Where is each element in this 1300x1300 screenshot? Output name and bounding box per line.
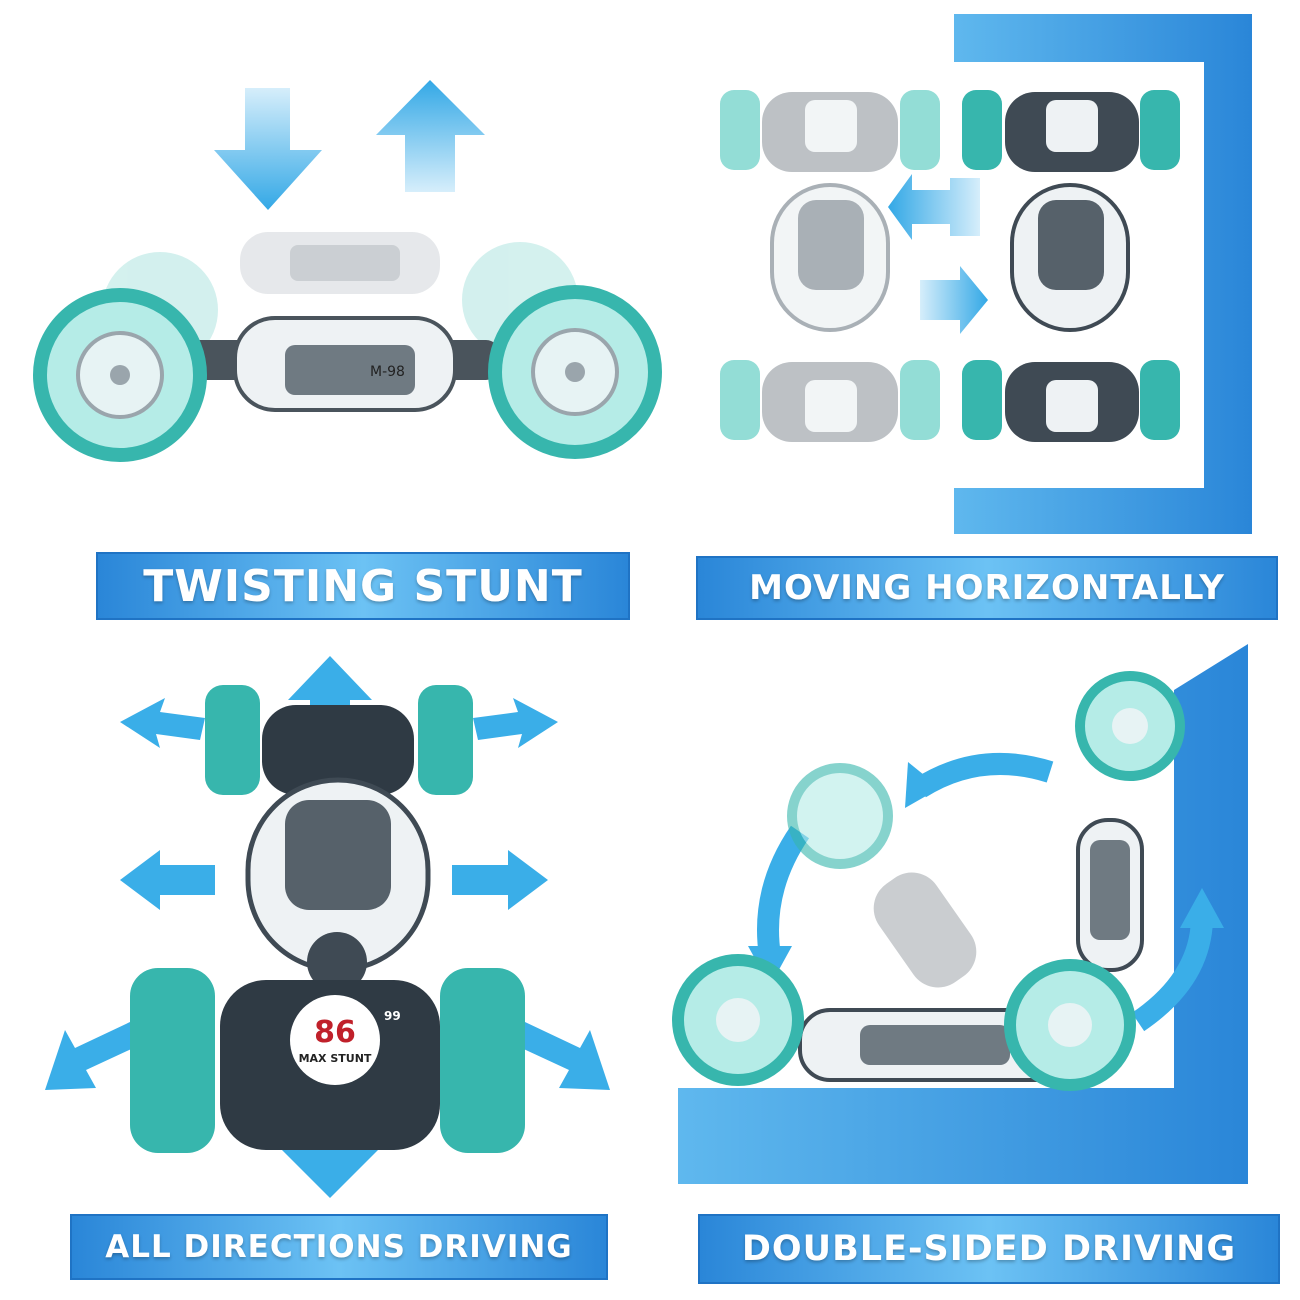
arrow-down-right-icon (515, 1022, 610, 1090)
car-top-view: 86 MAX STUNT 99 (130, 685, 525, 1153)
panel-all-directions: 86 MAX STUNT 99 ALL DIRECTIONS DRIVING (0, 650, 650, 1300)
car-main-vertical (962, 90, 1180, 442)
curved-arrow-down-icon (757, 825, 810, 958)
panel-moving-horizontally: MOVING HORIZONTALLY (650, 0, 1300, 650)
label-text: TWISTING STUNT (143, 560, 583, 612)
arrow-right-icon (452, 850, 548, 910)
car-main: M-98 (33, 285, 662, 462)
arrow-left-icon (120, 850, 215, 910)
label-all-directions: ALL DIRECTIONS DRIVING (70, 1214, 608, 1280)
arrow-down-icon (214, 88, 322, 210)
label-twisting-stunt: TWISTING STUNT (96, 552, 630, 620)
car-on-wall (1075, 671, 1185, 972)
car-on-floor (672, 954, 1136, 1091)
moving-horizontally-illustration (720, 14, 1252, 534)
label-text: DOUBLE-SIDED DRIVING (741, 1229, 1237, 1269)
car-ghost-vertical (720, 90, 940, 442)
arrow-left-icon (888, 174, 980, 240)
curved-arrow-left-icon (914, 753, 1054, 798)
wall-frame (954, 14, 1252, 534)
car-side-tag-text: 99 (384, 1009, 401, 1023)
car-number-text: 86 (314, 1015, 356, 1050)
all-directions-illustration: 86 MAX STUNT 99 (45, 656, 610, 1198)
double-sided-illustration (672, 644, 1248, 1184)
panel-double-sided: DOUBLE-SIDED DRIVING (650, 644, 1300, 1300)
car-badge-text: MAX STUNT (299, 1052, 372, 1065)
wall-floor-frame (678, 644, 1248, 1184)
arrow-up-icon (376, 80, 485, 192)
twisting-stunt-illustration: M-98 (33, 80, 662, 462)
panel-twisting-stunt: M-98 TWISTING STUNT (0, 0, 662, 650)
arrow-up-icon (288, 656, 372, 730)
label-double-sided: DOUBLE-SIDED DRIVING (698, 1214, 1280, 1284)
arrow-up-right-icon (473, 698, 558, 748)
arrow-right-icon (920, 266, 988, 334)
arrow-down-left-icon (45, 1022, 140, 1090)
label-text: ALL DIRECTIONS DRIVING (105, 1229, 573, 1265)
arrow-up-left-icon (120, 698, 205, 748)
car-logo-text: M-98 (370, 364, 405, 380)
curved-arrow-up-icon (1131, 919, 1213, 1032)
label-text: MOVING HORIZONTALLY (749, 568, 1225, 608)
arrow-down-icon (270, 1110, 390, 1198)
car-ghost-tilted (787, 763, 977, 988)
label-moving-horizontally: MOVING HORIZONTALLY (696, 556, 1278, 620)
